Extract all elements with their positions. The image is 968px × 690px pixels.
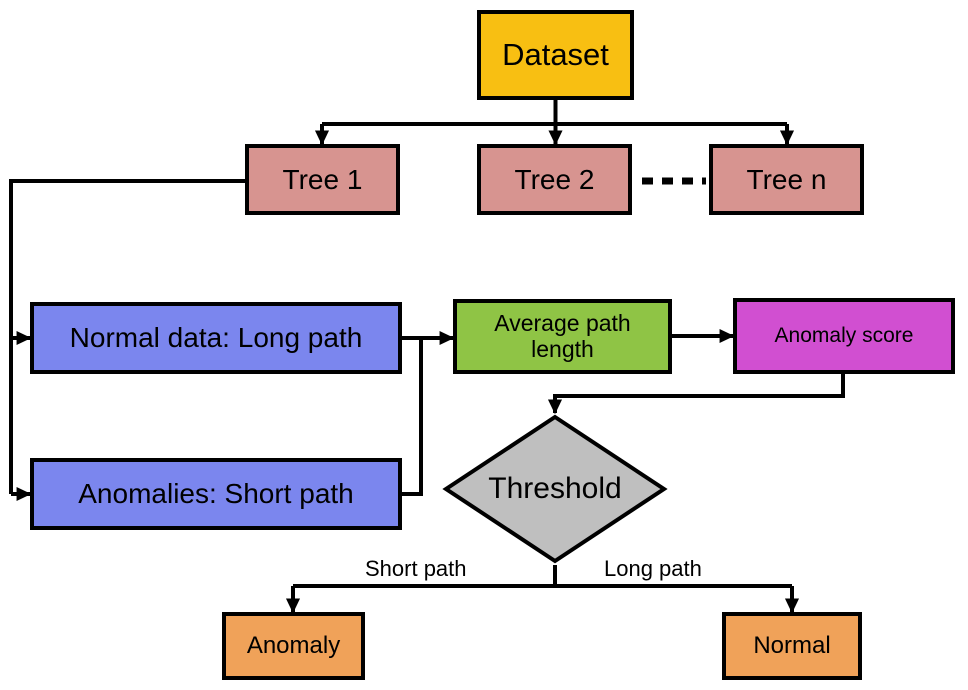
node-average-path-length-label: Average path length: [494, 309, 631, 362]
node-anomalies-short-path[interactable]: Anomalies: Short path: [30, 458, 402, 530]
node-anomalies-label: Anomalies: Short path: [78, 478, 354, 510]
node-tree-1[interactable]: Tree 1: [245, 144, 400, 215]
wire-score-to-threshold: [547, 374, 845, 415]
threshold-diamond-shape: [442, 414, 668, 564]
node-anomaly-score[interactable]: Anomaly score: [733, 298, 955, 374]
node-tree-2[interactable]: Tree 2: [477, 144, 632, 215]
node-tree-n-label: Tree n: [746, 163, 827, 195]
node-normal-data-label: Normal data: Long path: [69, 322, 363, 354]
node-dataset[interactable]: Dataset: [477, 10, 634, 100]
node-tree-1-label: Tree 1: [282, 163, 363, 195]
node-dataset-label: Dataset: [502, 36, 609, 72]
wire-anomalies-merge: [402, 338, 423, 496]
edge-label-long-path: Long path: [604, 556, 702, 581]
node-normal-outcome-label: Normal: [753, 631, 831, 659]
node-anomaly-score-label: Anomaly score: [774, 324, 914, 348]
node-average-path-length[interactable]: Average path length: [453, 299, 672, 374]
node-threshold-decision[interactable]: Threshold: [442, 413, 668, 565]
edge-label-short-path: Short path: [365, 556, 467, 581]
node-tree-2-label: Tree 2: [514, 163, 595, 195]
node-normal-outcome[interactable]: Normal: [722, 612, 862, 680]
node-anomaly-outcome-label: Anomaly: [246, 631, 341, 659]
node-anomaly-outcome[interactable]: Anomaly: [222, 612, 365, 680]
node-tree-n[interactable]: Tree n: [709, 144, 864, 215]
node-normal-data-long-path[interactable]: Normal data: Long path: [30, 302, 402, 374]
